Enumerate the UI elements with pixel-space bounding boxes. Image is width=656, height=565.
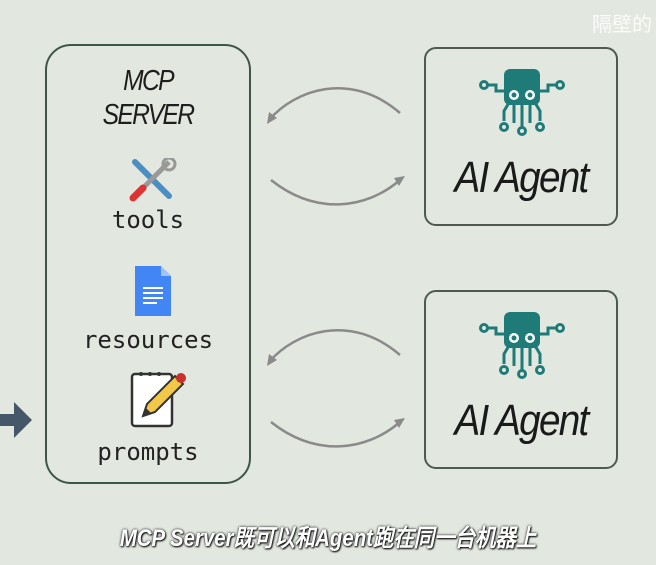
document-icon (135, 266, 171, 316)
input-arrow-icon (0, 402, 32, 438)
tools-icon (129, 158, 177, 202)
tools-label: tools (111, 206, 185, 234)
request-response-arrows-1 (267, 87, 405, 206)
request-response-arrows-2 (267, 329, 405, 448)
server-title-line2: SERVER (102, 99, 195, 131)
octopus-agent-icon (479, 312, 565, 379)
server-title-line1: MCP (123, 65, 174, 97)
ai-agent-label: AI Agent (454, 396, 589, 445)
subtitle: MCP Server既可以和Agent跑在同一台机器上 (119, 525, 537, 552)
watermark: 隔壁的 (592, 12, 652, 36)
ai-agent-label: AI Agent (454, 153, 589, 202)
octopus-agent-icon (479, 69, 565, 136)
prompts-label: prompts (97, 438, 199, 466)
notepad-pencil-icon (130, 372, 186, 428)
resources-label: resources (82, 326, 214, 354)
ai-agent-box-2: AI Agent (424, 290, 618, 469)
ai-agent-box-1: AI Agent (424, 47, 618, 226)
